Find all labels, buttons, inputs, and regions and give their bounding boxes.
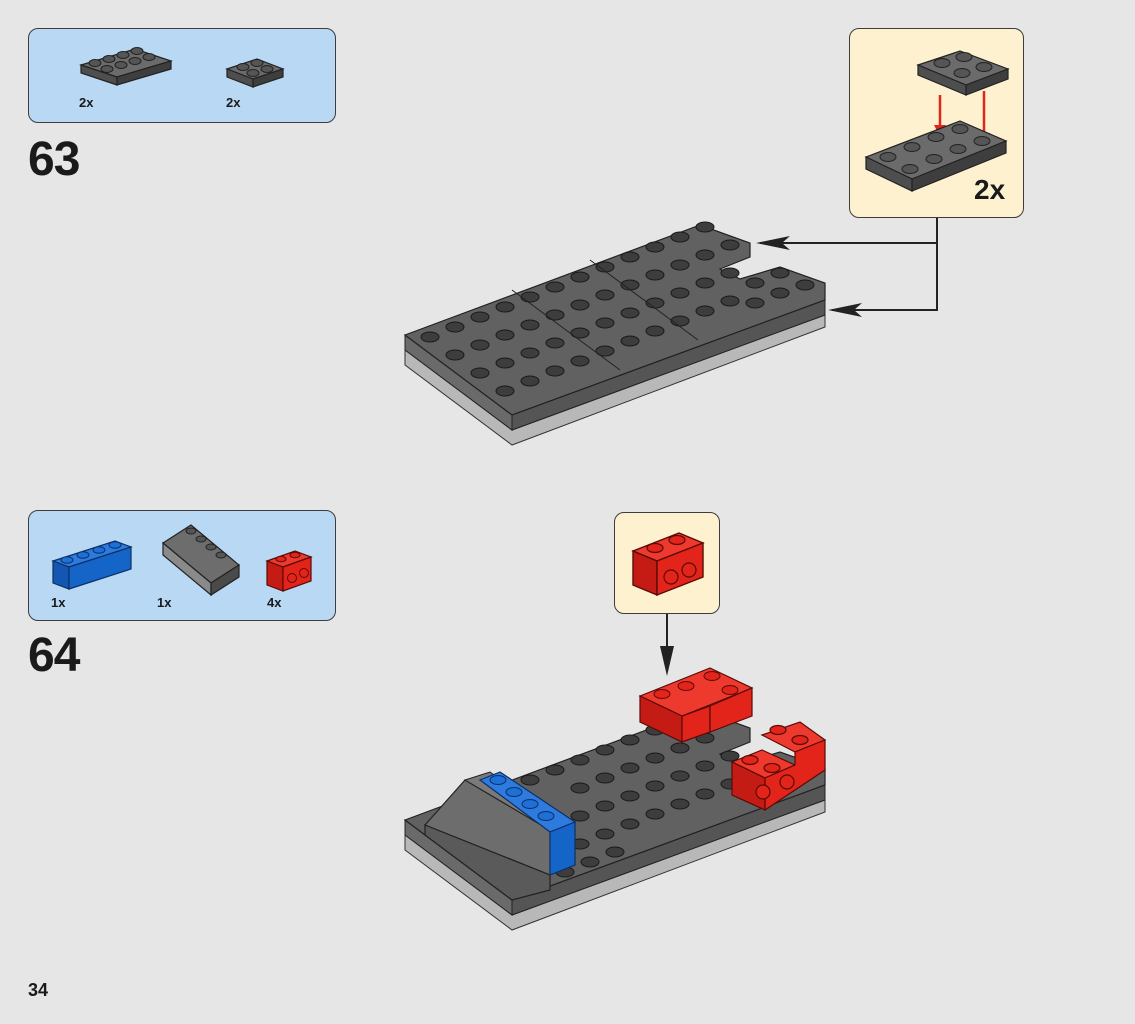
step-number: 63 xyxy=(28,133,80,186)
part-brick-1x2-red-icon xyxy=(265,550,313,592)
callout-box-step-63: 2x xyxy=(849,28,1024,218)
page-number: 34 xyxy=(28,980,49,1000)
part-qty-4: 1x xyxy=(157,595,172,610)
callout-assembly-icon xyxy=(864,50,1010,192)
callout-qty: 2x xyxy=(974,174,1006,205)
part-plate-2x4-icon xyxy=(79,47,173,86)
part-qty-5: 4x xyxy=(267,595,282,610)
step-64-model-image xyxy=(403,667,827,931)
part-qty-1: 2x xyxy=(79,95,94,110)
parts-box-step-64: 1x 1x 4x xyxy=(28,510,336,621)
part-brick-1x4-blue-icon xyxy=(51,540,133,590)
step-number: 64 xyxy=(28,629,80,682)
callout-box-step-64 xyxy=(614,512,720,614)
part-slope-2x4-icon xyxy=(161,524,241,597)
step-63-model-image xyxy=(403,221,826,446)
parts-box-step-63: 2x 2x xyxy=(28,28,336,123)
part-qty-2: 2x xyxy=(226,95,241,110)
part-plate-2x2-icon xyxy=(225,58,285,88)
callout-red-brick-icon xyxy=(631,532,705,597)
part-qty-3: 1x xyxy=(51,595,66,610)
